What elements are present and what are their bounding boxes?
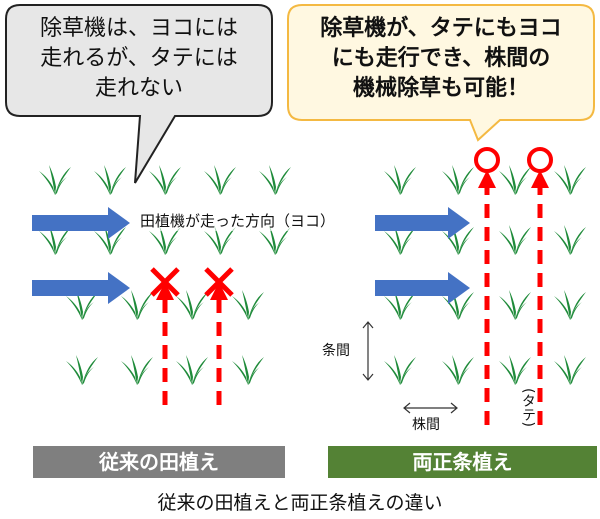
rice-plant-icon: [554, 355, 586, 385]
figure-caption: 従来の田植えと両正条植えの違い: [157, 492, 443, 514]
rice-plant-icon: [204, 165, 236, 195]
vertical-label: (タテ): [520, 388, 536, 427]
red-circle-icon: [527, 147, 553, 173]
red-arrowhead-icon: [210, 282, 228, 300]
conventional-planting-label: 従来の田植え: [33, 446, 285, 478]
left-bubble-text: 除草機は、ヨコには 走れるが、タテには 走れない: [39, 16, 238, 101]
row-spacing-label: 条間: [322, 343, 350, 359]
rice-plant-icon: [259, 165, 291, 195]
rice-plant-icon: [442, 355, 474, 385]
blue-direction-arrow: [375, 272, 470, 304]
rice-plant-icon: [554, 225, 586, 255]
rice-plant-icon: [94, 165, 126, 195]
rice-plant-icon: [384, 355, 416, 385]
rice-plant-icon: [176, 355, 208, 385]
plant-spacing-arrow-icon: [403, 402, 458, 414]
rice-plant-icon: [149, 165, 181, 195]
rice-plant-icon: [121, 355, 153, 385]
red-arrowhead-icon: [156, 282, 174, 300]
blue-direction-arrow: [32, 207, 130, 239]
red-x-icon: [204, 267, 234, 297]
rice-plant-icon: [66, 355, 98, 385]
left-speech-bubble: [5, 4, 273, 184]
blue-direction-arrow: [375, 207, 470, 239]
red-arrowhead-icon: [478, 170, 496, 188]
right-speech-bubble: [287, 4, 595, 142]
row-spacing-arrow-icon: [362, 321, 374, 381]
rice-plant-icon: [384, 165, 416, 195]
right-bubble-text: 除草機が、タテにもヨコ にも走行でき、株間の 機械除草も可能！: [320, 16, 562, 101]
rice-plant-icon: [499, 165, 531, 195]
red-arrowhead-icon: [531, 170, 549, 188]
rice-plant-icon: [176, 290, 208, 320]
blue-direction-arrow: [32, 272, 130, 304]
rice-plant-icon: [554, 290, 586, 320]
red-x-icon: [150, 267, 180, 297]
rice-plant-icon: [39, 165, 71, 195]
rice-plant-icon: [499, 225, 531, 255]
plant-spacing-label: 株間: [412, 417, 440, 433]
rice-plant-icon: [499, 355, 531, 385]
rice-plant-icon: [121, 290, 153, 320]
direction-label: 田植機が走った方向（ヨコ）: [140, 210, 336, 231]
two-way-planting-label: 両正条植え: [328, 446, 597, 478]
rice-plant-icon: [554, 165, 586, 195]
red-circle-icon: [474, 147, 500, 173]
rice-plant-icon: [232, 290, 264, 320]
rice-plant-icon: [442, 165, 474, 195]
rice-plant-icon: [232, 355, 264, 385]
rice-plant-icon: [499, 290, 531, 320]
